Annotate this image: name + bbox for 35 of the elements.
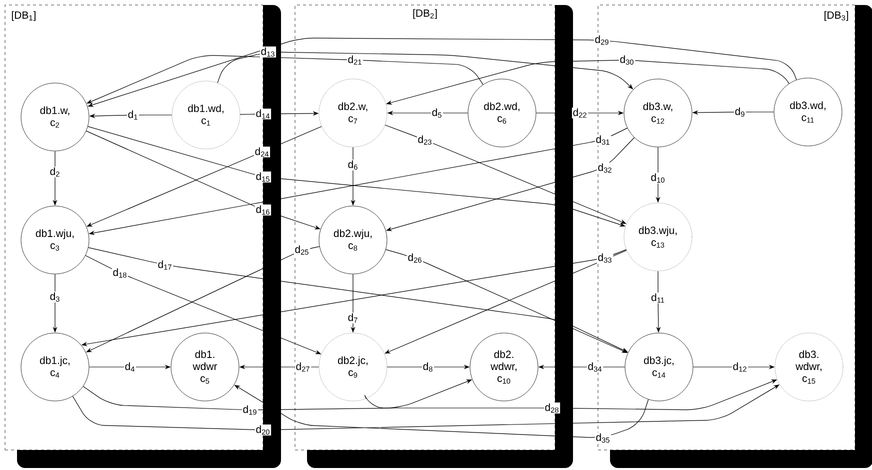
edge-label: d$_{14}$ <box>254 108 272 120</box>
edge-label: d$_{21}$ <box>346 54 364 66</box>
edge-label: d$_{13}$ <box>260 46 276 58</box>
edge-label: d$_{32}$ <box>596 162 614 174</box>
edge-label: d$_{3}$ <box>49 292 62 302</box>
edge-label: d$_{25}$ <box>294 244 310 256</box>
edge-label: d$_{18}$ <box>112 268 128 278</box>
edge-label: d$_{20}$ <box>254 424 272 436</box>
edge-label: d$_{28}$ <box>544 402 560 414</box>
edge-label: d$_{26}$ <box>406 252 424 264</box>
edge-label: d$_{5}$ <box>431 108 444 118</box>
edge-label: d$_{11}$ <box>650 292 666 304</box>
edge-label: d$_{10}$ <box>650 172 666 184</box>
edge-label: d$_{12}$ <box>732 362 748 372</box>
edge-label: d$_{30}$ <box>618 54 636 66</box>
edge-label: d$_{16}$ <box>254 204 272 216</box>
edge-label: d$_{29}$ <box>594 34 610 46</box>
edge-label: d$_{7}$ <box>347 312 360 324</box>
edge-label: d$_{27}$ <box>294 362 312 372</box>
edge-label: d$_{17}$ <box>156 260 174 270</box>
edge-label: d$_{35}$ <box>594 432 612 444</box>
edge-label: d$_{6}$ <box>347 160 360 170</box>
edge-label: d$_{24}$ <box>254 146 270 158</box>
edge-label: d$_{22}$ <box>572 108 588 118</box>
edge-label: d$_{33}$ <box>596 252 614 264</box>
edge-label: d$_{15}$ <box>254 172 272 182</box>
edge-label: d$_{9}$ <box>734 106 746 118</box>
edge-label: d$_{4}$ <box>124 362 136 372</box>
edge-label: d$_{2}$ <box>49 166 62 178</box>
edge-label: d$_{31}$ <box>594 134 612 146</box>
edge-label: d$_{19}$ <box>242 404 258 416</box>
edge-label: d$_{34}$ <box>586 362 604 372</box>
edge-label: d$_{23}$ <box>416 134 434 146</box>
edge-label: d$_{8}$ <box>422 362 434 372</box>
edge-label: d$_{1}$ <box>127 110 140 120</box>
